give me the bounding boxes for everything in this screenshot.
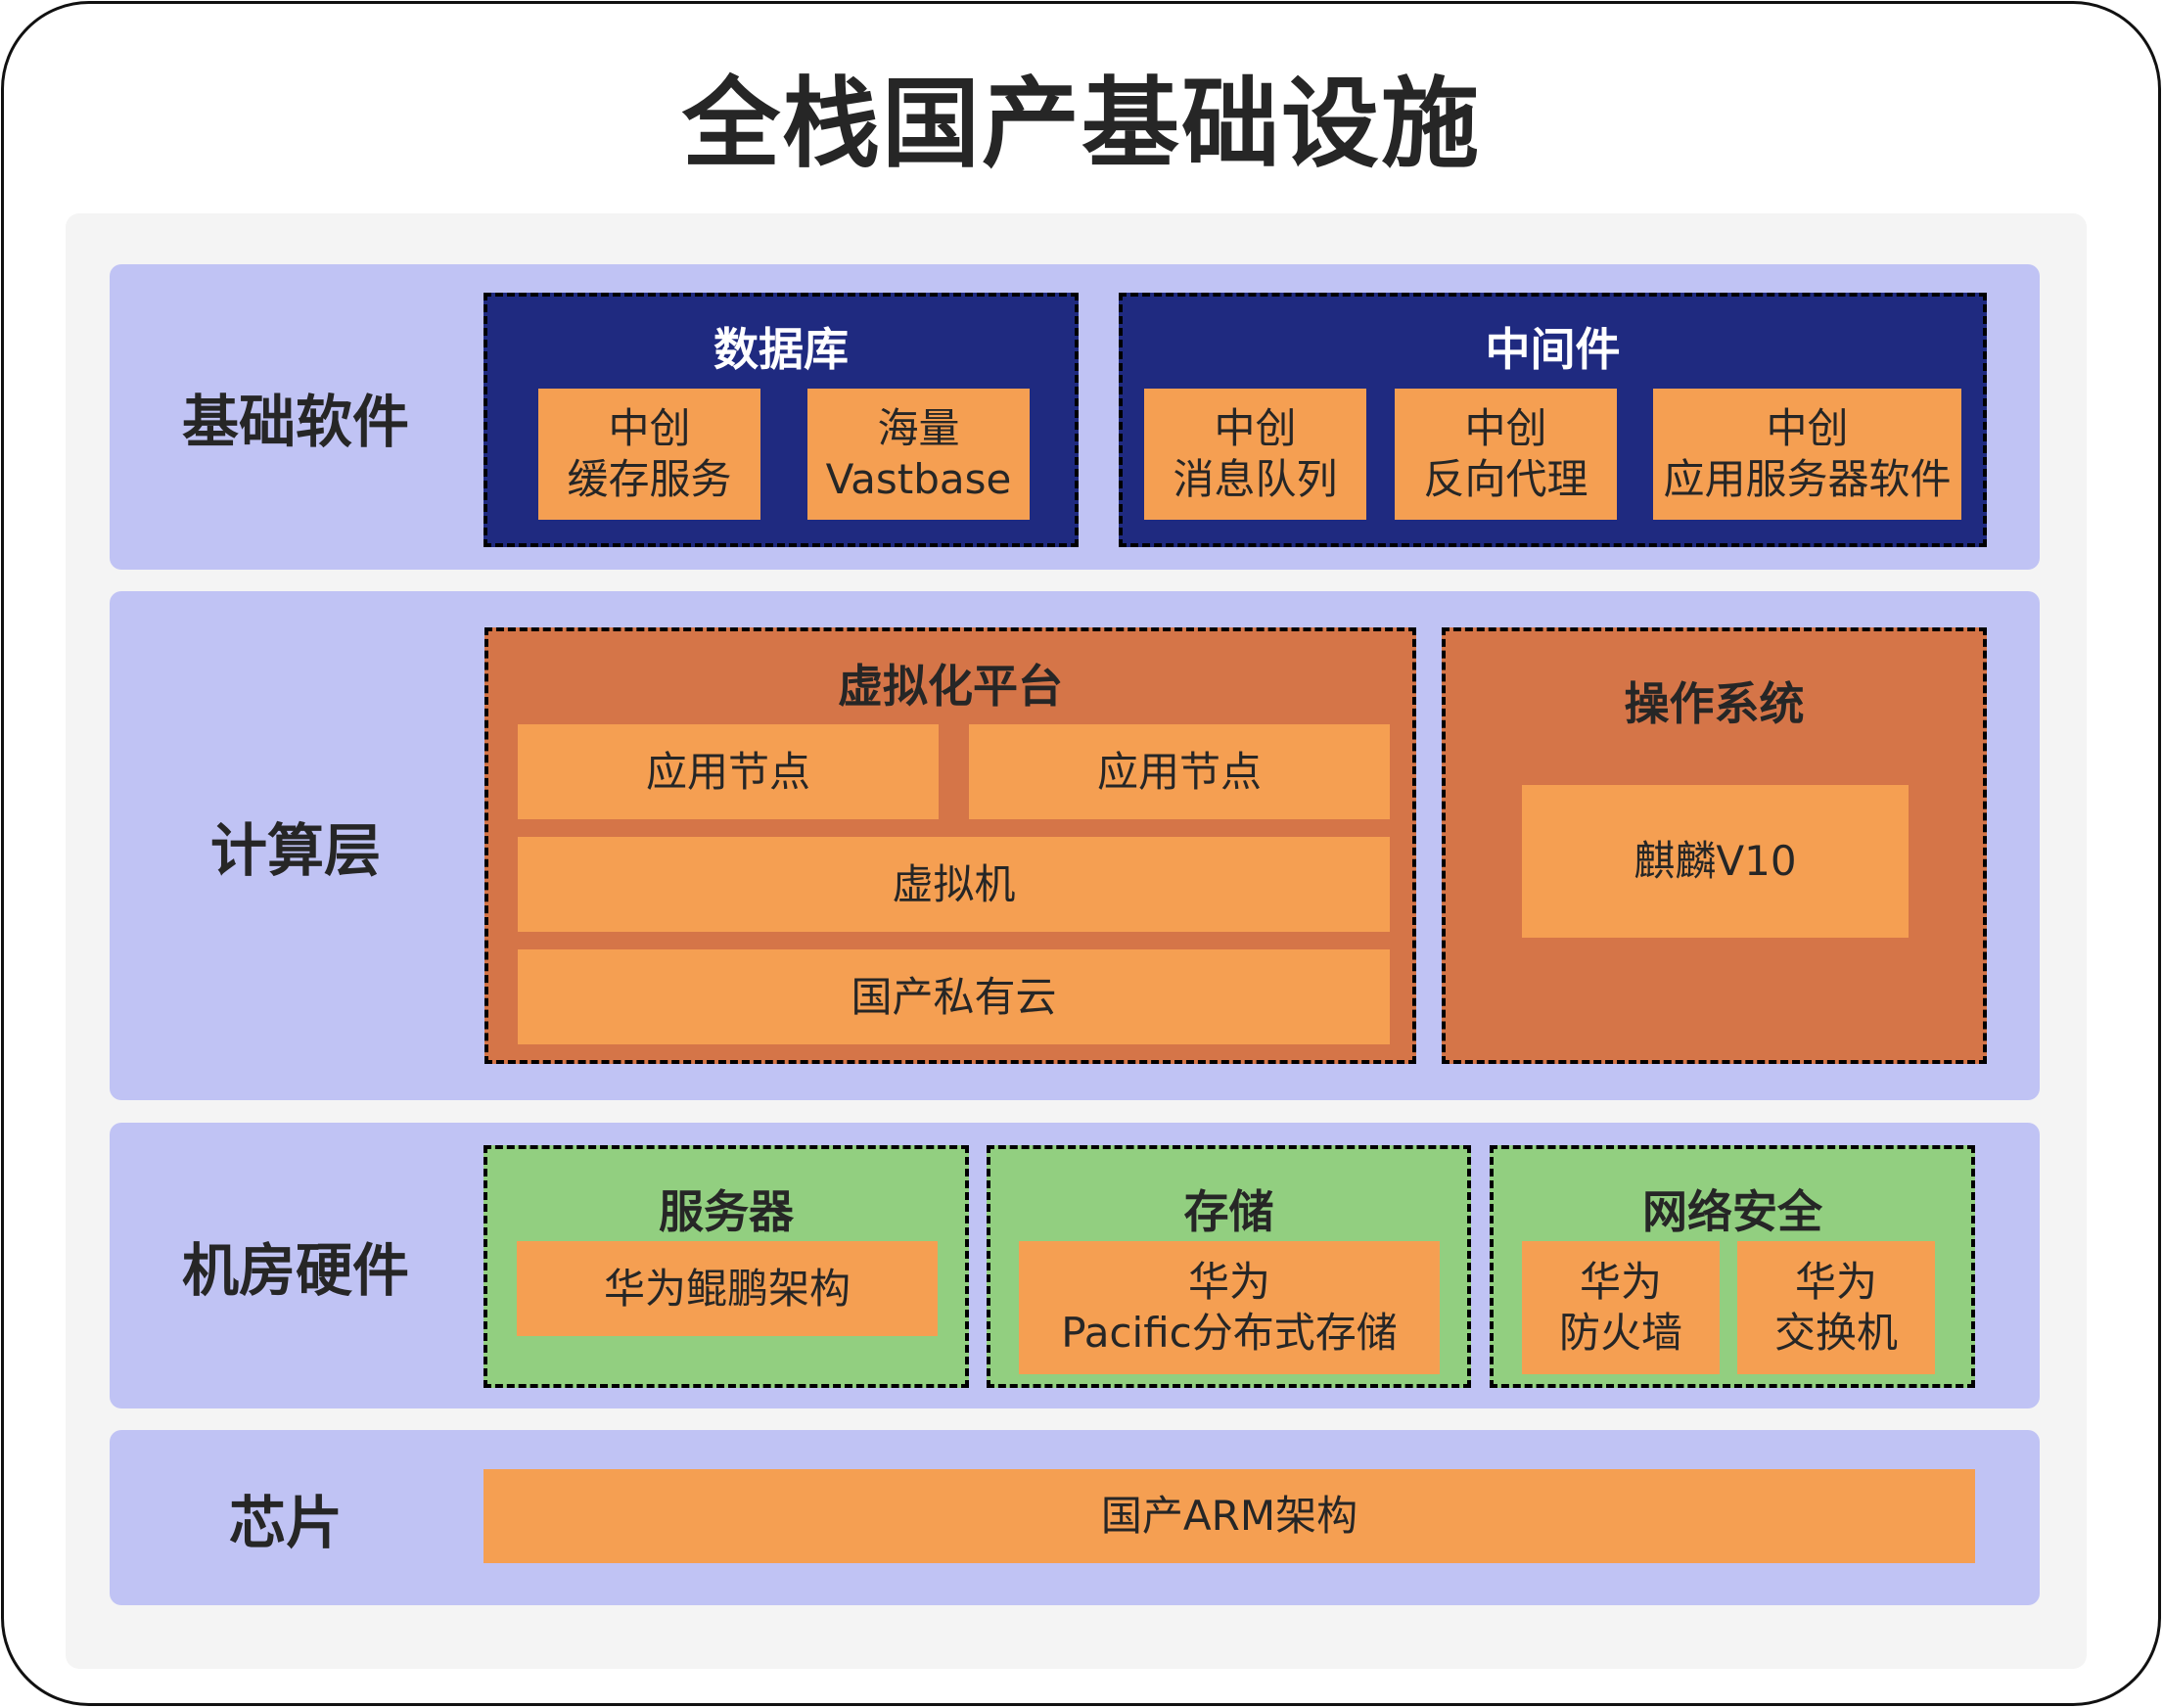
layer-label-hardware: 机房硬件: [181, 1237, 409, 1304]
group-title-virtualization: 虚拟化平台: [838, 660, 1063, 713]
leaf-message-queue: 中创 消息队列: [1144, 389, 1366, 520]
layer-label-basic-software: 基础软件: [181, 389, 409, 455]
layer-label-compute: 计算层: [209, 817, 381, 884]
leaf-zhongchuang-cache: 中创 缓存服务: [538, 389, 760, 520]
leaf-app-node-1: 应用节点: [518, 724, 939, 819]
leaf-app-server-software: 中创 应用服务器软件: [1653, 389, 1961, 520]
group-title-storage: 存储: [1183, 1185, 1274, 1238]
group-title-database: 数据库: [713, 323, 849, 376]
leaf-switch: 华为 交换机: [1737, 1241, 1935, 1374]
leaf-arm-architecture: 国产ARM架构: [483, 1469, 1975, 1563]
group-title-server: 服务器: [659, 1185, 794, 1238]
layer-label-chip: 芯片: [228, 1489, 343, 1556]
leaf-vastbase: 海量 Vastbase: [807, 389, 1030, 520]
leaf-private-cloud: 国产私有云: [518, 949, 1390, 1044]
leaf-kunpeng: 华为鲲鹏架构: [517, 1241, 938, 1336]
group-title-network-security: 网络安全: [1642, 1185, 1822, 1238]
diagram-title: 全栈国产基础设施: [682, 67, 1481, 181]
leaf-virtual-machine: 虚拟机: [518, 837, 1390, 932]
group-title-operating-system: 操作系统: [1624, 677, 1805, 730]
leaf-reverse-proxy: 中创 反向代理: [1395, 389, 1617, 520]
leaf-firewall: 华为 防火墙: [1522, 1241, 1720, 1374]
leaf-app-node-2: 应用节点: [969, 724, 1390, 819]
leaf-pacific-storage: 华为 Pacific分布式存储: [1019, 1241, 1440, 1374]
group-title-middleware: 中间件: [1485, 323, 1621, 376]
leaf-kylin-v10: 麒麟V10: [1522, 785, 1909, 938]
